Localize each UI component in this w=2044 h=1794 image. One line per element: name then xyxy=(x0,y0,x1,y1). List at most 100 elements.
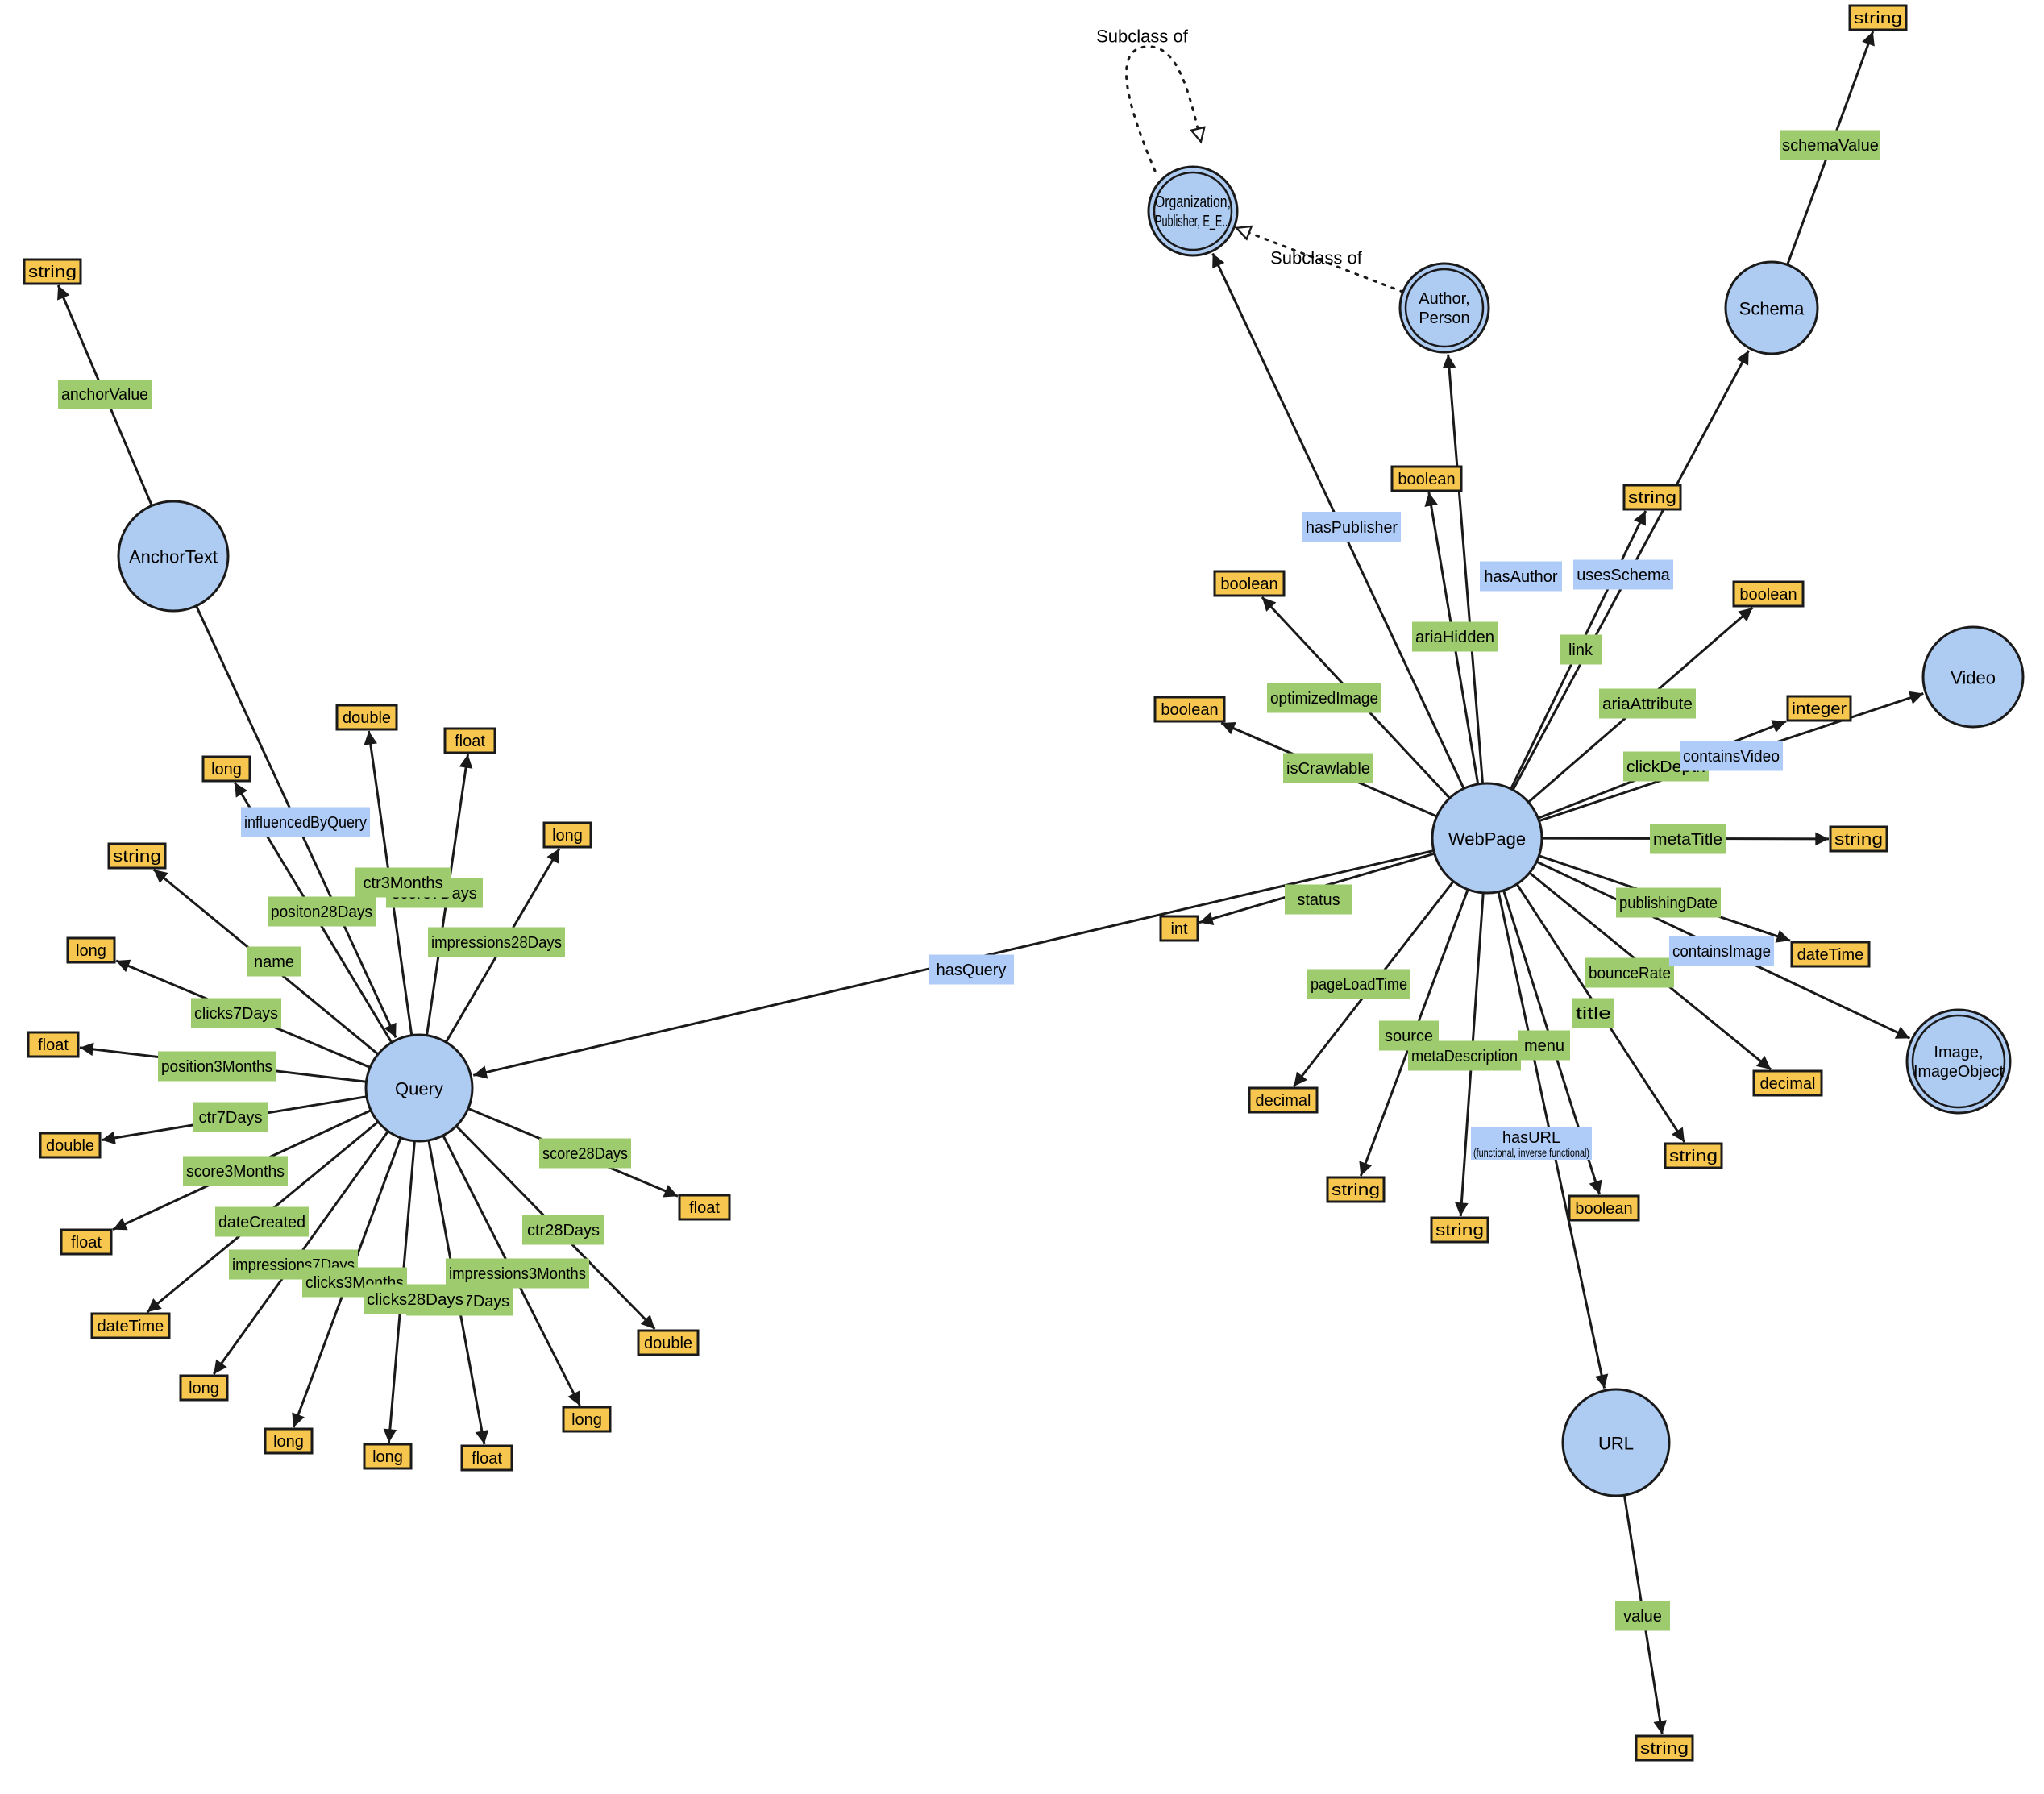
property-label-hasauthor[interactable]: hasAuthor xyxy=(1480,561,1562,592)
datatype-node-dt-pos3-float[interactable]: float xyxy=(27,1031,80,1058)
svg-text:menu: menu xyxy=(1524,1037,1564,1055)
edge-subclass-self-loop xyxy=(1125,45,1201,172)
property-label-status[interactable]: status xyxy=(1285,884,1352,915)
svg-text:ctr3Months: ctr3Months xyxy=(364,874,443,892)
property-label-name[interactable]: name xyxy=(247,946,301,977)
property-label-hasurl[interactable]: hasURL(functional, inverse functional) xyxy=(1471,1127,1592,1160)
property-label-score28days[interactable]: score28Days xyxy=(539,1138,631,1169)
svg-text:float: float xyxy=(689,1199,720,1217)
datatype-node-dt-score7-float[interactable]: float xyxy=(443,727,496,754)
property-label-publishingdate[interactable]: publishingDate xyxy=(1616,887,1721,918)
property-label-ariahidden[interactable]: ariaHidden xyxy=(1412,621,1498,652)
property-label-influencedbyquery[interactable]: influencedByQuery xyxy=(241,807,370,837)
property-label-containsvideo[interactable]: containsVideo xyxy=(1680,741,1783,771)
property-label-pageloadtime[interactable]: pageLoadTime xyxy=(1307,969,1410,999)
class-node-organization[interactable]: Organization,Publisher, E_E... xyxy=(1147,165,1239,257)
svg-text:bounceRate: bounceRate xyxy=(1589,965,1671,982)
datatype-node-dt-ariahidden-boolean[interactable]: boolean xyxy=(1390,465,1463,492)
datatype-node-dt-score28-float[interactable]: float xyxy=(678,1194,731,1221)
svg-text:optimizedImage: optimizedImage xyxy=(1270,690,1378,708)
class-node-webpage[interactable]: WebPage xyxy=(1431,782,1543,895)
property-label-link[interactable]: link xyxy=(1560,634,1602,665)
svg-text:Organization,: Organization, xyxy=(1155,193,1231,211)
svg-text:WebPage: WebPage xyxy=(1448,829,1526,849)
property-label-impressions3months[interactable]: impressions3Months xyxy=(446,1258,589,1289)
datatype-node-dt-pos7-float[interactable]: float xyxy=(460,1444,513,1472)
property-label-score3months[interactable]: score3Months xyxy=(183,1156,288,1186)
datatype-node-dt-ariaattr-boolean[interactable]: boolean xyxy=(1732,580,1805,608)
datatype-node-dt-pageload-decimal[interactable]: decimal xyxy=(1248,1086,1319,1114)
datatype-node-dt-source-string[interactable]: string xyxy=(1326,1176,1386,1203)
datatype-node-dt-publishing-datetime[interactable]: dateTime xyxy=(1790,941,1871,968)
svg-text:clicks28Days: clicks28Days xyxy=(367,1291,463,1309)
class-node-schema[interactable]: Schema xyxy=(1724,260,1819,355)
property-label-usesschema[interactable]: usesSchema xyxy=(1573,559,1673,590)
property-label-anchorvalue[interactable]: anchorValue xyxy=(58,380,152,409)
datatype-node-dt-datecreated-datetime[interactable]: dateTime xyxy=(90,1312,171,1339)
datatype-node-dt-clicks7-long[interactable]: long xyxy=(66,936,116,964)
datatype-node-dt-clickdepth-integer[interactable]: integer xyxy=(1786,695,1852,722)
property-label-ctr3months[interactable]: ctr3Months xyxy=(355,867,451,898)
datatype-node-dt-bounce-decimal[interactable]: decimal xyxy=(1752,1069,1823,1097)
datatype-node-dt-positon28-long[interactable]: long xyxy=(201,755,251,783)
datatype-node-dt-iscrawlable-boolean[interactable]: boolean xyxy=(1153,696,1226,723)
property-label-datecreated[interactable]: dateCreated xyxy=(215,1206,309,1237)
property-label-value[interactable]: value xyxy=(1615,1601,1670,1631)
class-node-query[interactable]: Query xyxy=(364,1033,474,1143)
datatype-node-dt-ctr7-double[interactable]: double xyxy=(39,1132,102,1159)
property-label-schemavalue[interactable]: schemaValue xyxy=(1780,130,1880,160)
class-node-url[interactable]: URL xyxy=(1561,1388,1671,1497)
datatype-node-dt-impr7-long[interactable]: long xyxy=(179,1374,229,1402)
datatype-node-dt-schemavalue-string[interactable]: string xyxy=(1848,4,1908,31)
class-node-image[interactable]: Image,ImageObject xyxy=(1905,1008,2012,1115)
class-node-author[interactable]: Author,Person xyxy=(1398,262,1490,354)
datatype-node-dt-ctr3-double[interactable]: double xyxy=(335,704,398,731)
datatype-node-dt-ctr28-double[interactable]: double xyxy=(637,1329,700,1356)
datatype-node-dt-anchor-string[interactable]: string xyxy=(23,258,82,285)
property-label-containsimage[interactable]: containsImage xyxy=(1669,936,1774,966)
svg-text:usesSchema: usesSchema xyxy=(1577,567,1670,584)
property-label-title[interactable]: title xyxy=(1572,998,1614,1028)
datatype-node-dt-clicks28-long[interactable]: long xyxy=(363,1443,413,1470)
property-label-clicks28days[interactable]: clicks28Days xyxy=(364,1284,467,1314)
svg-text:long: long xyxy=(211,761,242,779)
svg-text:clicks7Days: clicks7Days xyxy=(194,1005,278,1023)
datatype-node-dt-title-string[interactable]: string xyxy=(1664,1142,1723,1169)
property-label-ctr28days[interactable]: ctr28Days xyxy=(522,1215,604,1245)
property-label-iscrawlable[interactable]: isCrawlable xyxy=(1283,753,1373,783)
property-label-metatitle[interactable]: metaTitle xyxy=(1650,824,1726,854)
svg-text:ctr7Days: ctr7Days xyxy=(199,1109,263,1127)
datatype-node-dt-clicks3-long[interactable]: long xyxy=(264,1427,314,1455)
edge-hasauthor xyxy=(1442,354,1485,784)
datatype-node-dt-metadesc-string[interactable]: string xyxy=(1430,1216,1489,1244)
datatype-node-dt-score3-float[interactable]: float xyxy=(60,1228,113,1256)
class-node-video[interactable]: Video xyxy=(1921,625,2025,729)
property-label-hasquery[interactable]: hasQuery xyxy=(929,954,1014,985)
datatype-node-dt-name-string[interactable]: string xyxy=(107,842,167,870)
property-label-optimizedimage[interactable]: optimizedImage xyxy=(1267,683,1381,713)
property-label-position3months[interactable]: position3Months xyxy=(158,1051,276,1082)
property-label-ariaattribute[interactable]: ariaAttribute xyxy=(1599,688,1696,719)
property-label-haspublisher[interactable]: hasPublisher xyxy=(1302,512,1401,542)
datatype-node-dt-metatitle-string[interactable]: string xyxy=(1829,825,1888,853)
property-label-positon28days[interactable]: positon28Days xyxy=(268,896,376,927)
property-label-bouncerate[interactable]: bounceRate xyxy=(1585,957,1674,988)
svg-text:boolean: boolean xyxy=(1575,1200,1632,1218)
property-label-impressions28days[interactable]: impressions28Days xyxy=(428,927,565,957)
datatype-node-dt-link-string[interactable]: string xyxy=(1622,484,1682,511)
svg-text:hasAuthor: hasAuthor xyxy=(1484,568,1558,586)
datatype-node-dt-impr28-long[interactable]: long xyxy=(542,821,592,849)
datatype-node-dt-impr3-long[interactable]: long xyxy=(562,1406,612,1433)
property-label-ctr7days[interactable]: ctr7Days xyxy=(193,1102,268,1132)
property-label-metadescription[interactable]: metaDescription xyxy=(1408,1040,1521,1071)
property-label-menu[interactable]: menu xyxy=(1518,1030,1570,1061)
datatype-node-dt-menu-boolean[interactable]: boolean xyxy=(1568,1194,1640,1222)
datatype-node-dt-status-int[interactable]: int xyxy=(1159,915,1199,942)
svg-text:containsVideo: containsVideo xyxy=(1683,748,1780,766)
class-node-anchortext[interactable]: AnchorText xyxy=(117,500,230,613)
property-label-clicks7days[interactable]: clicks7Days xyxy=(191,998,281,1028)
datatype-node-dt-optimized-boolean[interactable]: boolean xyxy=(1213,570,1286,597)
svg-text:ariaAttribute: ariaAttribute xyxy=(1602,696,1693,713)
datatype-node-dt-value-string[interactable]: string xyxy=(1635,1734,1694,1762)
